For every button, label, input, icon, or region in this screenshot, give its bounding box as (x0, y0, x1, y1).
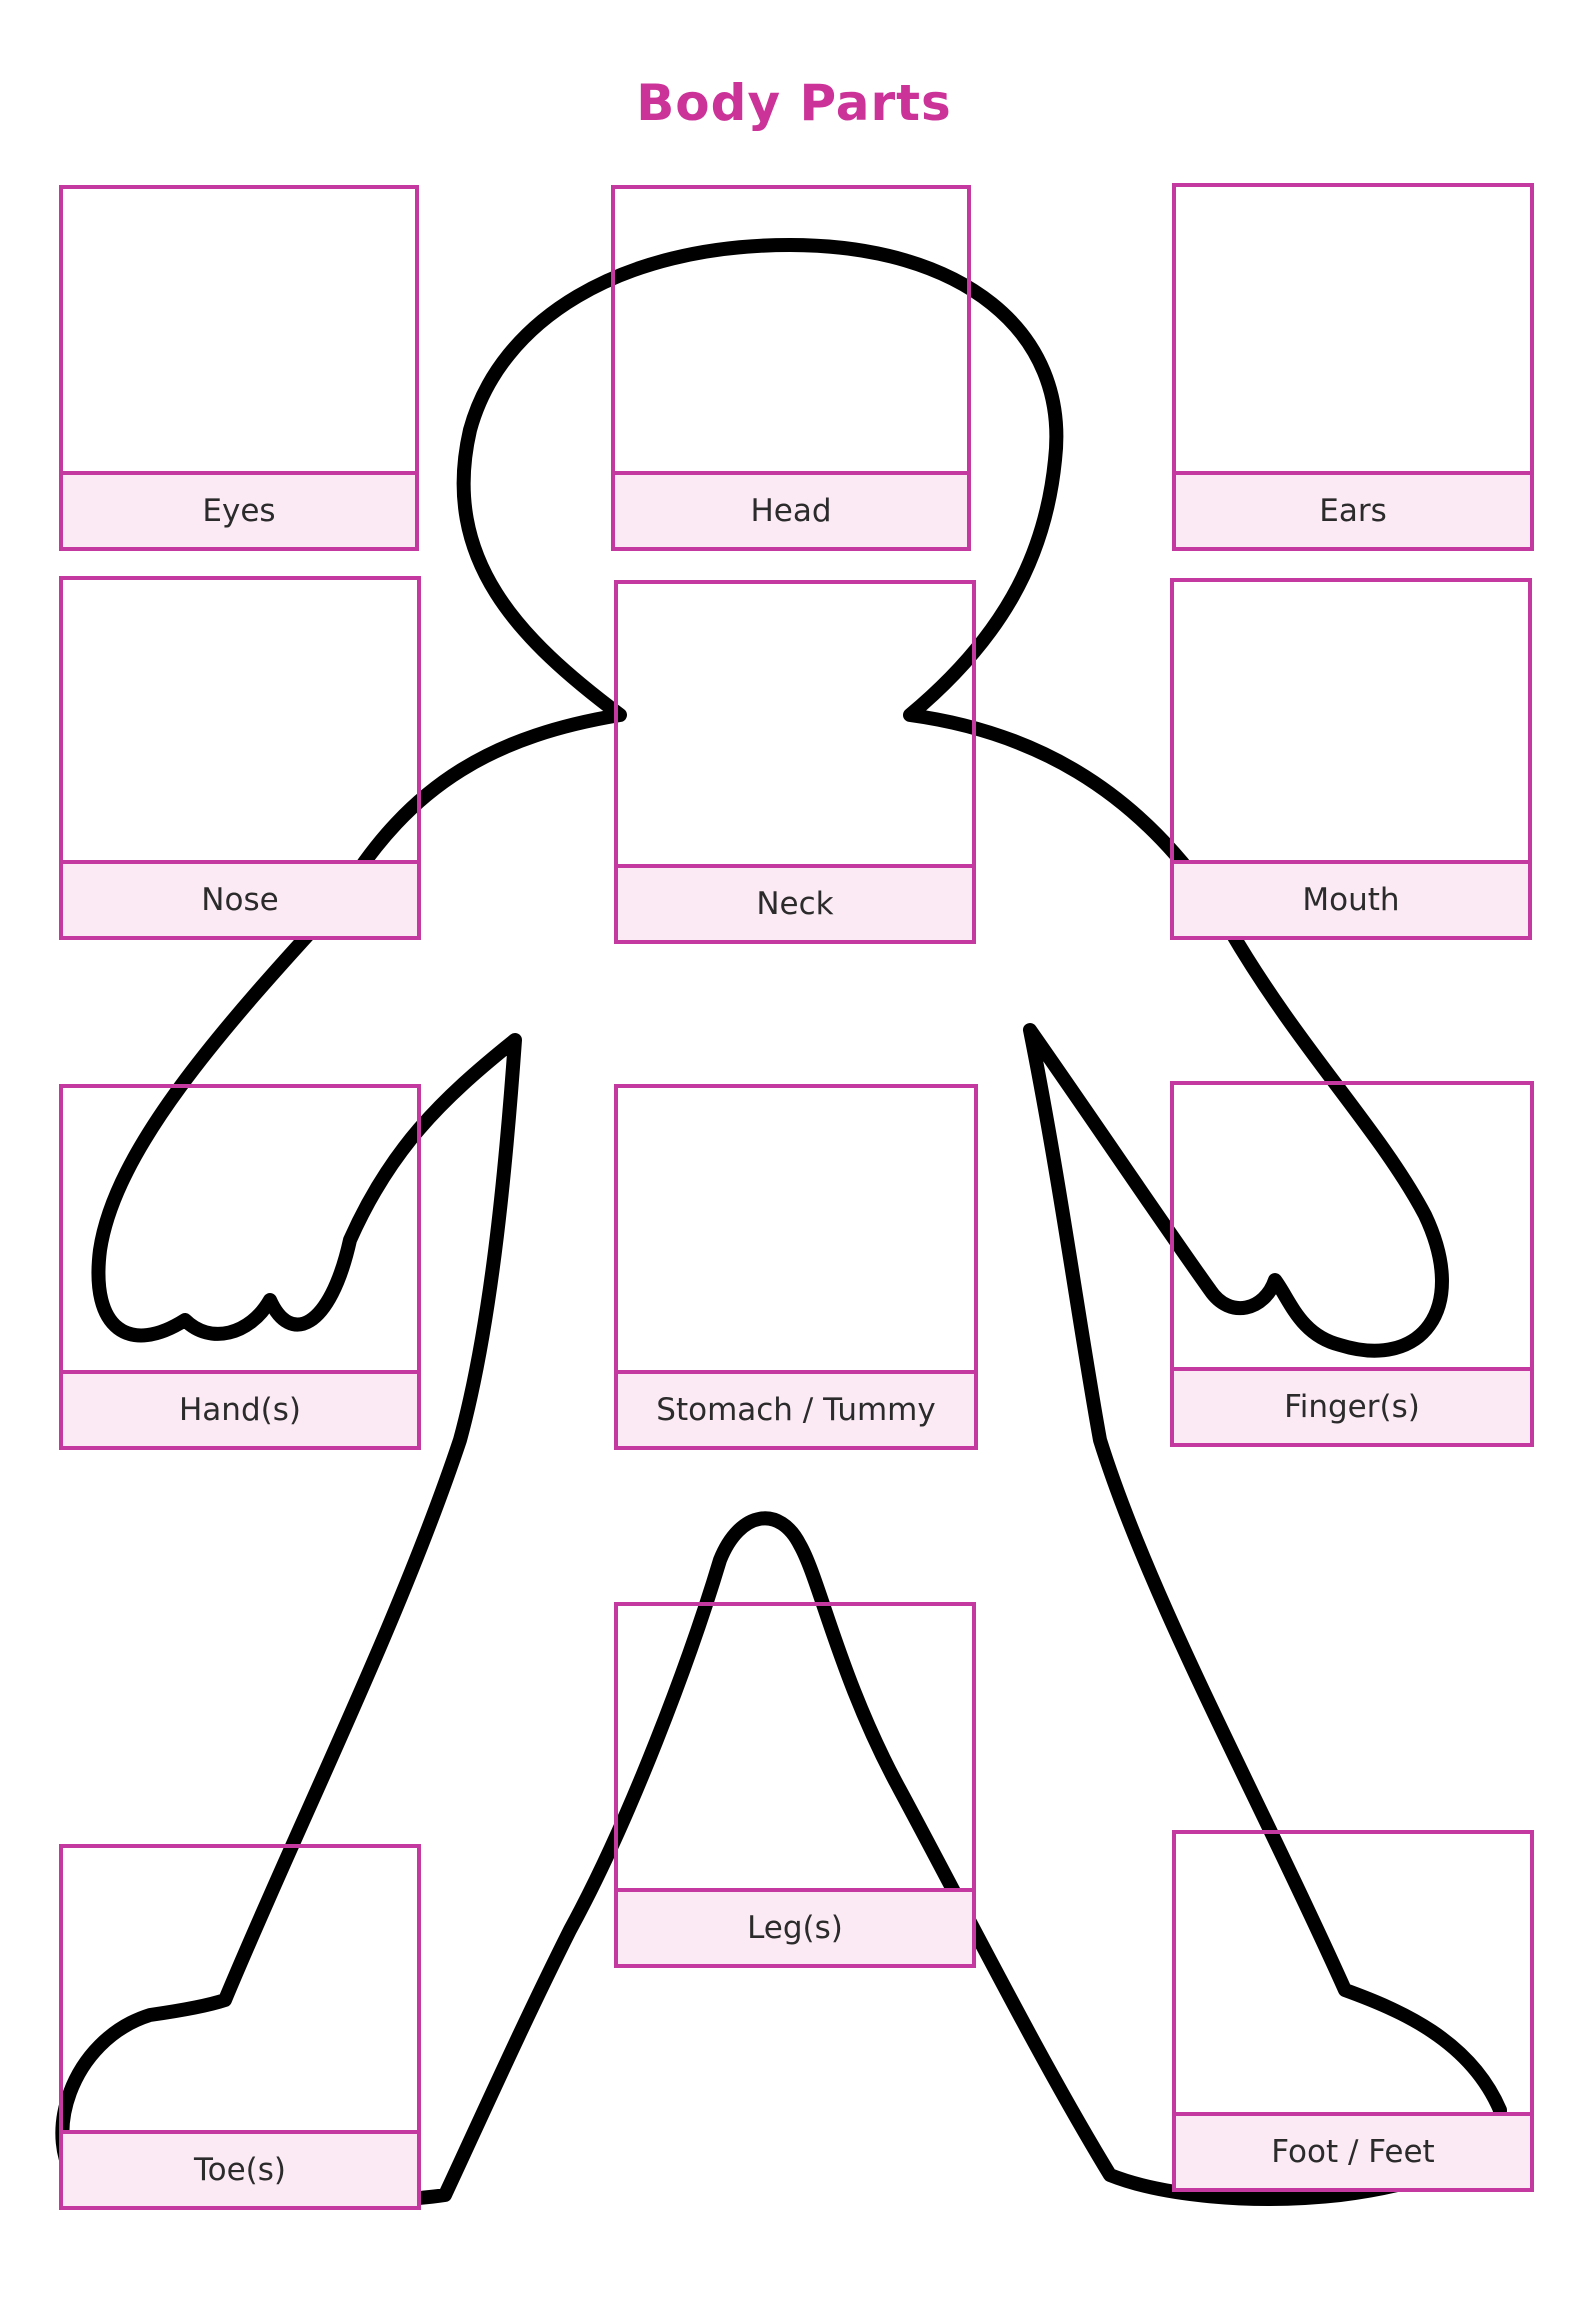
card-hands: Hand(s) (59, 1084, 421, 1450)
card-label-hands: Hand(s) (63, 1370, 417, 1446)
body-outline-path (55, 238, 1507, 2209)
card-label-stomach: Stomach / Tummy (618, 1370, 974, 1446)
card-label-feet: Foot / Feet (1176, 2112, 1530, 2188)
card-stomach: Stomach / Tummy (614, 1084, 978, 1450)
card-label-ears: Ears (1176, 471, 1530, 547)
card-label-nose: Nose (63, 860, 417, 936)
card-label-eyes: Eyes (63, 471, 415, 547)
card-label-neck: Neck (618, 864, 972, 940)
card-label-fingers: Finger(s) (1174, 1367, 1530, 1443)
card-neck: Neck (614, 580, 976, 944)
card-toes: Toe(s) (59, 1844, 421, 2210)
card-legs: Leg(s) (614, 1602, 976, 1968)
card-nose: Nose (59, 576, 421, 940)
card-label-head: Head (615, 471, 967, 547)
card-mouth: Mouth (1170, 578, 1532, 940)
card-label-mouth: Mouth (1174, 860, 1528, 936)
card-feet: Foot / Feet (1172, 1830, 1534, 2192)
card-head: Head (611, 185, 971, 551)
card-label-toes: Toe(s) (63, 2130, 417, 2206)
worksheet-title: Body Parts (636, 74, 952, 132)
card-eyes: Eyes (59, 185, 419, 551)
card-ears: Ears (1172, 183, 1534, 551)
card-label-legs: Leg(s) (618, 1888, 972, 1964)
card-fingers: Finger(s) (1170, 1081, 1534, 1447)
